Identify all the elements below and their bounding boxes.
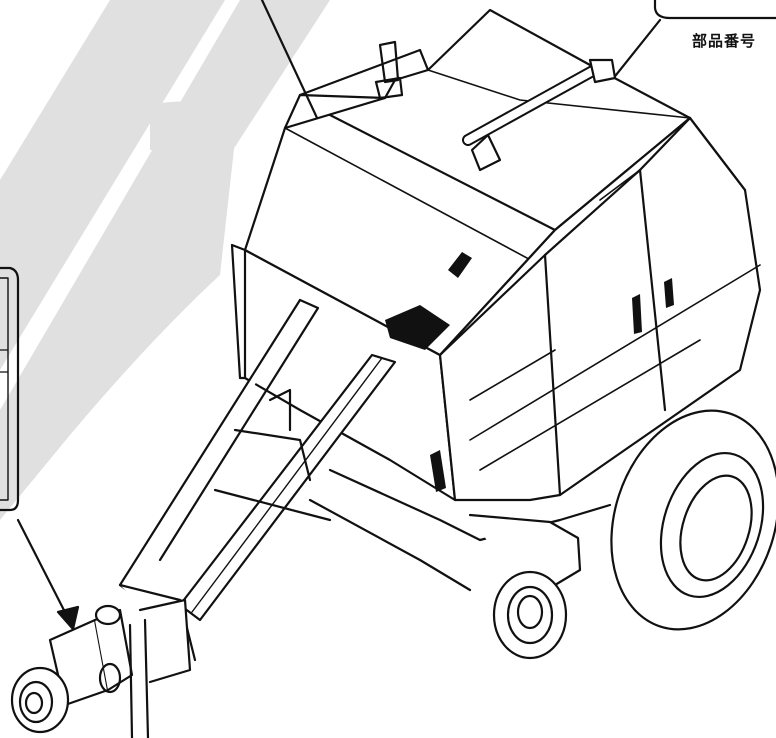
wheel bbox=[610, 409, 776, 631]
decal-side-2 bbox=[664, 278, 674, 308]
decal-front-large bbox=[385, 305, 450, 350]
decal-front-lower bbox=[430, 450, 446, 492]
decal-top bbox=[448, 252, 472, 278]
decal-side-1 bbox=[632, 294, 642, 334]
arrowhead-left bbox=[56, 605, 80, 631]
axle-frame bbox=[308, 468, 612, 660]
part-number-caption: 部品番号 bbox=[692, 32, 757, 50]
baler-body bbox=[230, 8, 762, 502]
leader-line-left bbox=[16, 518, 72, 624]
decal-box-top-right bbox=[653, 0, 776, 20]
decal-box-left bbox=[0, 266, 20, 512]
hitch-clevis bbox=[10, 598, 192, 738]
hydraulic-cylinder bbox=[462, 58, 617, 172]
watermark bbox=[0, 0, 330, 521]
